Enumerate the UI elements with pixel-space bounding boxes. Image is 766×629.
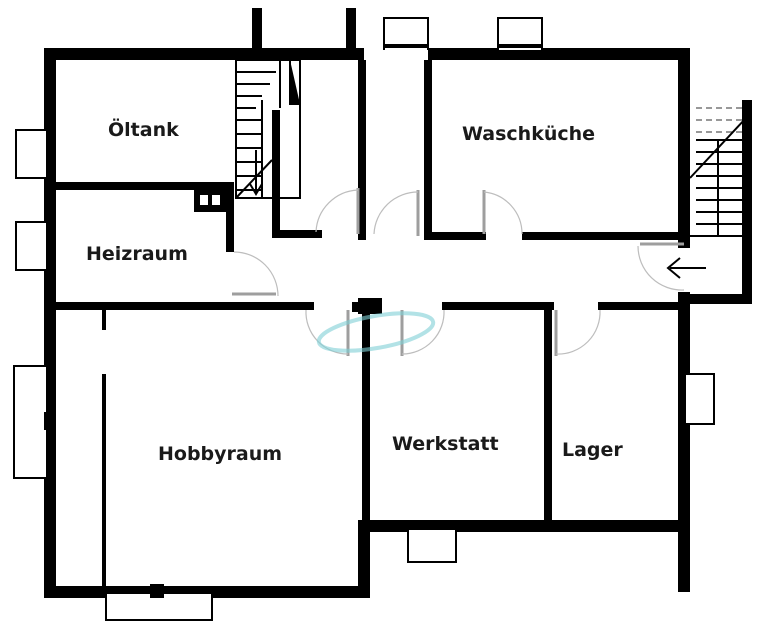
windows — [13, 17, 715, 621]
outer-stair-walls — [680, 100, 752, 304]
room-label-hobbyraum: Hobbyraum — [158, 443, 282, 465]
outer-staircase — [689, 107, 748, 237]
room-label-lager: Lager — [562, 439, 623, 461]
arrow-down-icon — [249, 150, 263, 196]
room-label-waschkueche: Waschküche — [462, 123, 595, 145]
logo-watermark-icon — [316, 311, 436, 353]
room-label-heizraum: Heizraum — [86, 243, 188, 265]
arrow-left-icon — [666, 257, 706, 279]
room-label-werkstatt: Werkstatt — [392, 433, 499, 455]
doors — [232, 188, 685, 356]
main-staircase — [235, 59, 301, 199]
room-label-oeltank: Öltank — [108, 117, 179, 141]
interior-walls — [44, 60, 688, 586]
